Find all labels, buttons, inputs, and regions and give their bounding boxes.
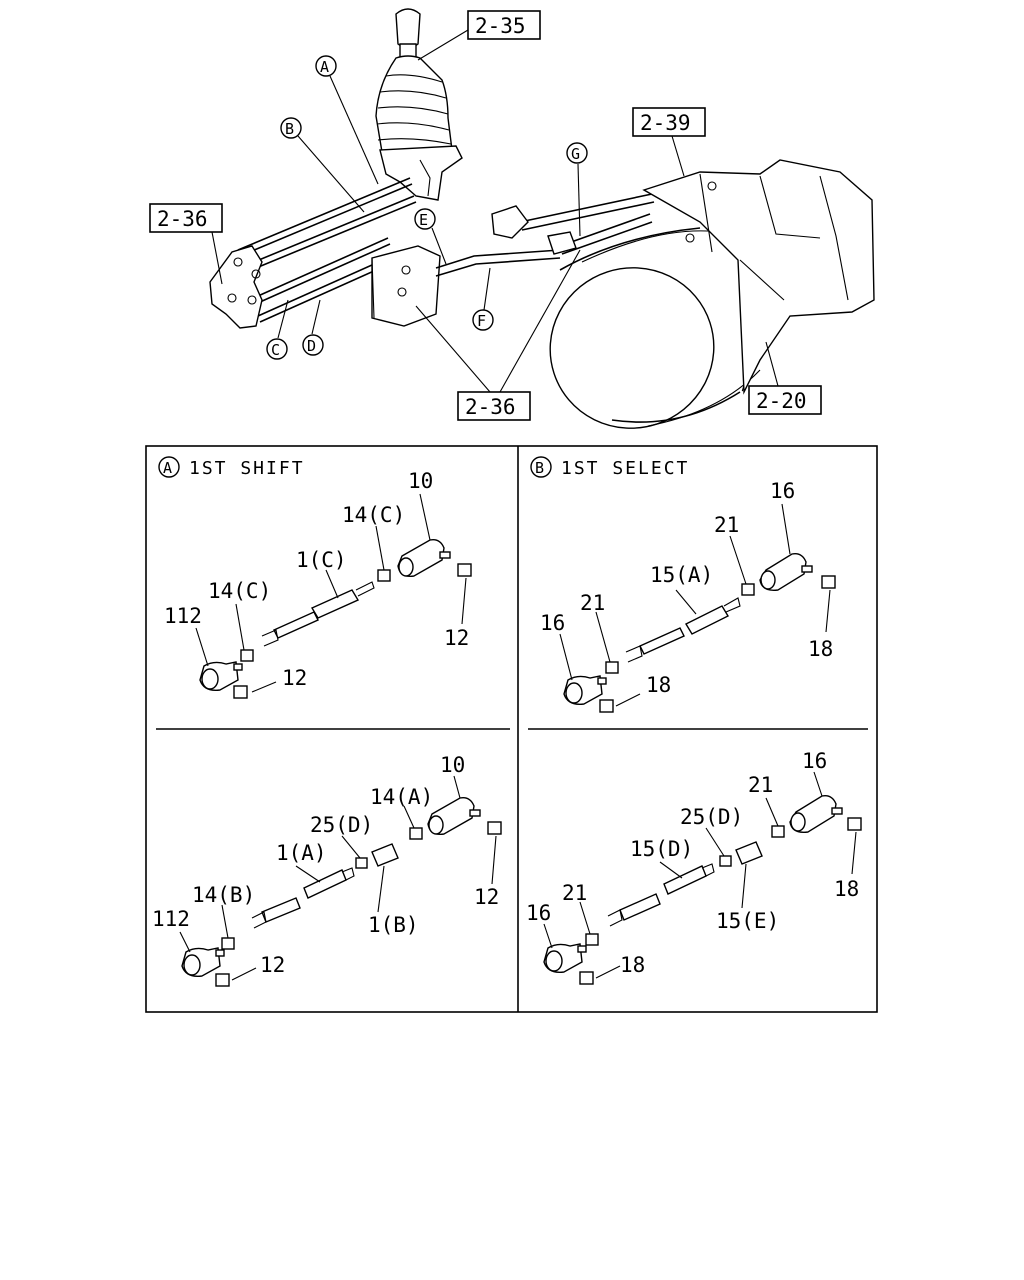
- svg-text:25(D): 25(D): [310, 813, 373, 837]
- svg-text:18: 18: [808, 637, 833, 661]
- transmission-body: [642, 159, 875, 395]
- svg-text:2-39: 2-39: [640, 111, 691, 135]
- svg-text:10: 10: [408, 469, 433, 493]
- svg-text:E: E: [419, 211, 428, 229]
- svg-text:10: 10: [440, 753, 465, 777]
- callout-a: A: [315, 55, 337, 77]
- callout-e: E: [414, 208, 436, 230]
- svg-text:C: C: [271, 341, 280, 359]
- svg-text:16: 16: [770, 479, 795, 503]
- callout-f: F: [472, 309, 494, 331]
- svg-text:18: 18: [646, 673, 671, 697]
- callout-b: B: [280, 117, 302, 139]
- panel-select-header: B 1ST SELECT: [530, 456, 689, 479]
- detail-panels: A 1ST SHIFT B 1ST SELECT: [145, 445, 878, 1013]
- svg-text:21: 21: [562, 881, 587, 905]
- shift-bottom-assembly: 10 14(A) 25(D) 1(A) 14(B) 112 1(B) 12 12: [152, 753, 502, 987]
- ref-2-36-bottom[interactable]: 2-36: [457, 391, 531, 421]
- svg-text:18: 18: [834, 877, 859, 901]
- panel-shift-title: 1ST SHIFT: [189, 458, 305, 479]
- svg-text:2-20: 2-20: [756, 389, 807, 413]
- svg-text:D: D: [307, 337, 316, 355]
- svg-text:12: 12: [282, 666, 307, 690]
- callout-c: C: [266, 338, 288, 360]
- svg-text:A: A: [320, 58, 329, 76]
- svg-text:12: 12: [474, 885, 499, 909]
- shift-top-assembly: 10 14(C) 1(C) 14(C) 112 12 12: [164, 469, 472, 699]
- ref-2-20[interactable]: 2-20: [748, 385, 822, 415]
- svg-text:14(A): 14(A): [370, 785, 433, 809]
- svg-text:14(B): 14(B): [192, 883, 255, 907]
- panel-select-title: 1ST SELECT: [561, 458, 689, 479]
- svg-text:21: 21: [748, 773, 773, 797]
- overview-leaders: [211, 29, 779, 393]
- select-top-assembly: 16 21 15(A) 21 16 18 18: [540, 479, 836, 713]
- svg-text:15(A): 15(A): [650, 563, 713, 587]
- callout-g: G: [566, 142, 588, 164]
- svg-text:2-36: 2-36: [465, 395, 516, 419]
- ref-2-36-left[interactable]: 2-36: [149, 203, 223, 233]
- select-bottom-assembly: 16 21 25(D) 15(D) 21 16 15(E) 18 18: [526, 749, 862, 985]
- svg-text:1(A): 1(A): [276, 841, 327, 865]
- ref-2-35[interactable]: 2-35: [467, 10, 541, 40]
- svg-text:A: A: [163, 459, 172, 477]
- svg-text:G: G: [571, 145, 580, 163]
- center-bracket: [371, 245, 561, 327]
- left-bracket: [209, 245, 263, 329]
- shift-lever-assembly: [375, 8, 463, 201]
- callout-d: D: [302, 334, 324, 356]
- transmission-cables: [491, 193, 655, 255]
- svg-text:14(C): 14(C): [342, 503, 405, 527]
- svg-text:12: 12: [260, 953, 285, 977]
- svg-text:15(E): 15(E): [716, 909, 779, 933]
- svg-text:15(D): 15(D): [630, 837, 693, 861]
- svg-text:B: B: [535, 459, 544, 477]
- cable-rods: [237, 177, 417, 323]
- clutch-housing: [549, 227, 761, 429]
- svg-text:2-36: 2-36: [157, 207, 208, 231]
- svg-text:112: 112: [152, 907, 190, 931]
- svg-text:112: 112: [164, 604, 202, 628]
- svg-text:16: 16: [540, 611, 565, 635]
- svg-text:1(B): 1(B): [368, 913, 419, 937]
- ref-2-39[interactable]: 2-39: [632, 107, 706, 137]
- svg-text:16: 16: [526, 901, 551, 925]
- svg-text:14(C): 14(C): [208, 579, 271, 603]
- overview-illustration: 2-35 2-39 2-36 2-36 2-20 A B C: [149, 8, 875, 429]
- svg-text:B: B: [285, 120, 294, 138]
- svg-text:21: 21: [714, 513, 739, 537]
- svg-text:2-35: 2-35: [475, 14, 526, 38]
- panel-shift-header: A 1ST SHIFT: [158, 456, 305, 479]
- svg-text:F: F: [477, 312, 486, 330]
- svg-text:25(D): 25(D): [680, 805, 743, 829]
- svg-text:1(C): 1(C): [296, 548, 347, 572]
- svg-text:18: 18: [620, 953, 645, 977]
- svg-text:12: 12: [444, 626, 469, 650]
- svg-text:21: 21: [580, 591, 605, 615]
- svg-text:16: 16: [802, 749, 827, 773]
